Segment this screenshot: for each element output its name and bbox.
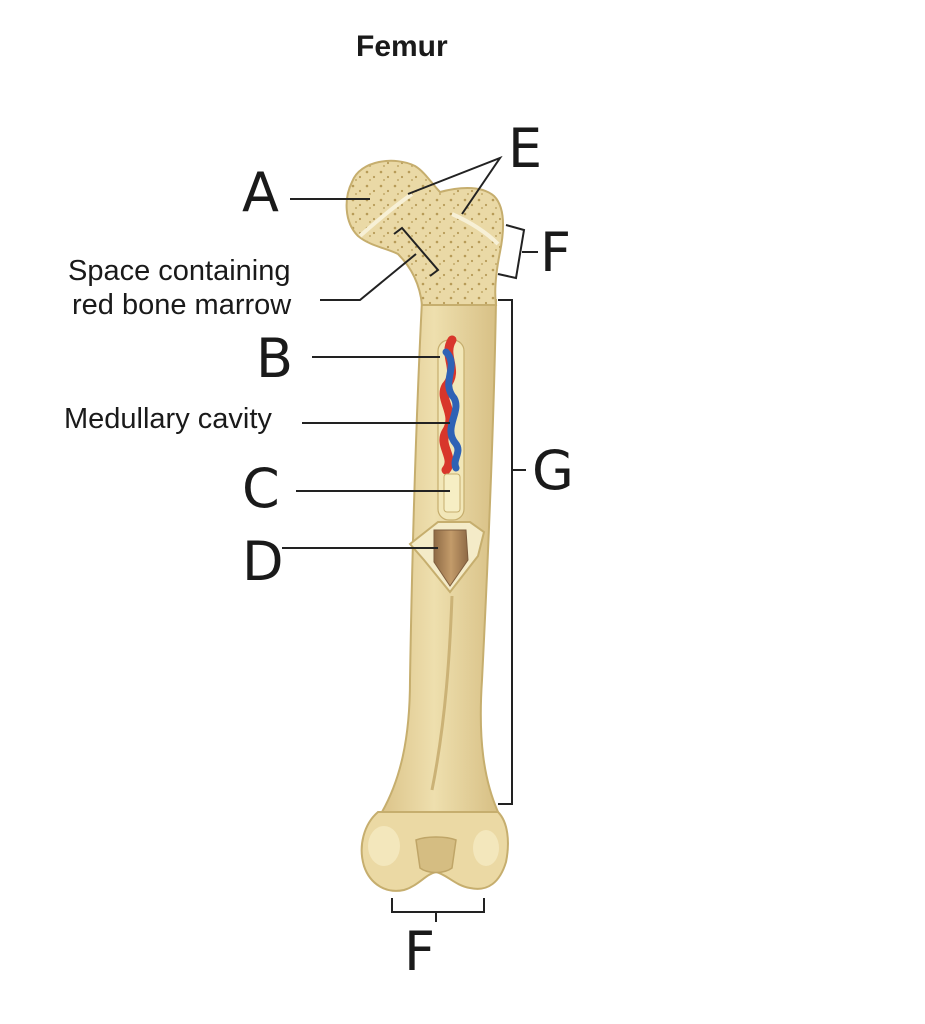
label-b: B [256,327,294,390]
diagram-title: Femur [356,30,448,63]
label-g: G [532,439,574,502]
annotation-red-marrow-line2: red bone marrow [72,289,292,321]
yellow-marrow [443,473,461,513]
annotation-red-marrow-line1: Space containing [68,255,291,287]
annotation-medullary-cavity: Medullary cavity [64,403,272,435]
bracket-red-marrow [393,226,440,277]
leader-lines [282,155,538,922]
label-d: D [242,530,284,593]
proximal-epiphysis [345,159,505,306]
condyle-highlight-left [368,826,400,866]
label-f-top: F [540,221,572,284]
shaft-shadow [430,595,454,791]
label-f-bottom: F [404,920,436,983]
label-a: A [242,161,279,224]
bracket-f-bottom [391,898,485,913]
intercondylar-notch [415,836,457,874]
compact-bone-cut-inner [433,529,469,587]
bracket-f-top [497,224,526,280]
condyle-highlight-right [473,830,499,866]
leader-e [407,155,503,215]
vein [442,348,462,472]
label-c: C [242,457,280,520]
epiphyseal-line-trochanter [451,212,500,246]
leader-red-marrow [320,253,417,301]
label-e: E [508,117,543,180]
bracket-g [498,299,513,805]
epiphyseal-line-head [358,192,414,238]
